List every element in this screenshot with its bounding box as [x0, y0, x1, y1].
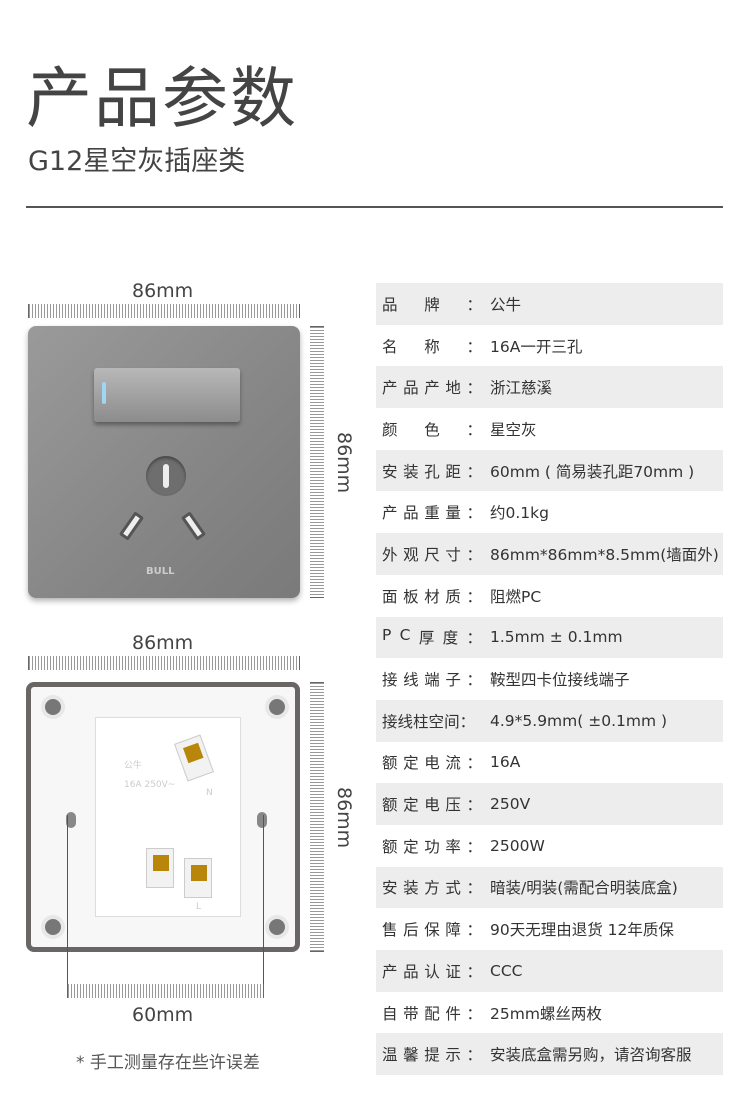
spec-key: 接线柱空间：	[382, 712, 476, 731]
spec-value: 25mm螺丝两枚	[490, 1004, 602, 1023]
spec-key: 外观尺寸：	[382, 545, 482, 564]
spec-table: 品牌： 公牛名称： 16A一开三孔产品产地： 浙江慈溪颜色： 星空灰安装孔距： 60mm …	[376, 283, 723, 1076]
back-height-ruler	[310, 682, 324, 952]
spec-value: 86mm*86mm*8.5mm(墙面外)	[490, 545, 719, 564]
front-width-ruler	[28, 304, 300, 318]
spec-key: 额定功率：	[382, 837, 482, 856]
spec-value: 浙江慈溪	[490, 379, 553, 398]
spec-row: 温馨提示： 安装底盒需另购，请咨询客服	[376, 1033, 723, 1076]
spec-key: 接线端子：	[382, 671, 482, 690]
divider	[26, 206, 723, 208]
spec-row: 颜色： 星空灰	[376, 408, 723, 450]
spec-key: 自带配件：	[382, 1004, 482, 1023]
spec-value: 鞍型四卡位接线端子	[490, 671, 630, 690]
spec-row: 名称： 16A一开三孔	[376, 325, 723, 367]
socket-body: 公牛 16A 250V~ N L	[95, 717, 241, 917]
measurement-note: * 手工测量存在些许误差	[76, 1053, 260, 1073]
spec-value: 暗装/明装(需配合明装底盒)	[490, 879, 678, 898]
spec-value: 4.9*5.9mm( ±0.1mm )	[490, 711, 668, 730]
socket-slot-right	[180, 511, 207, 541]
spec-row: 售后保障： 90天无理由退货 12年质保	[376, 908, 723, 950]
back-height-label: 86mm	[333, 787, 355, 849]
spec-row: 额定电流： 16A	[376, 742, 723, 784]
mount-distance-label: 60mm	[132, 1004, 194, 1026]
spec-value: 2500W	[490, 836, 545, 855]
back-width-label: 86mm	[132, 632, 194, 654]
mount-ruler	[67, 984, 264, 998]
spec-key: 额定电流：	[382, 754, 482, 773]
spec-row: 产品产地： 浙江慈溪	[376, 366, 723, 409]
spec-row: 产品重量： 约0.1kg	[376, 491, 723, 533]
spec-row: 面板材质： 阻燃PC	[376, 575, 723, 617]
spec-row: 安装孔距： 60mm ( 简易装孔距70mm )	[376, 449, 723, 492]
terminal-live	[184, 858, 212, 898]
spec-value: 安装底盒需另购，请咨询客服	[490, 1046, 692, 1065]
leader-line	[263, 815, 264, 997]
spec-value: 16A一开三孔	[490, 337, 583, 356]
spec-value: 1.5mm ± 0.1mm	[490, 628, 623, 647]
spec-key: 售后保障：	[382, 921, 482, 940]
spec-value: 60mm ( 简易装孔距70mm )	[490, 462, 695, 481]
indicator-light	[102, 382, 106, 404]
terminal-ground	[146, 848, 174, 888]
spec-value: 阻燃PC	[490, 587, 542, 606]
spec-row: 额定电压： 250V	[376, 783, 723, 825]
rocker-switch	[94, 368, 240, 422]
spec-key: 面板材质：	[382, 587, 482, 606]
live-mark: L	[196, 902, 202, 912]
spec-value: CCC	[490, 961, 523, 980]
mount-slot	[66, 812, 76, 828]
spec-value: 星空灰	[490, 420, 537, 439]
spec-row: 接线柱空间： 4.9*5.9mm( ±0.1mm )	[376, 699, 723, 742]
front-height-label: 86mm	[333, 432, 355, 494]
spec-row: 品牌： 公牛	[376, 283, 723, 325]
spec-key: 安装孔距：	[382, 462, 482, 481]
spec-key: 名称：	[382, 337, 482, 356]
leader-line	[67, 815, 68, 997]
spec-key: 额定电压：	[382, 796, 482, 815]
mount-slot	[257, 812, 267, 828]
ground-hole	[146, 456, 186, 496]
page-subtitle: G12星空灰插座类	[28, 146, 246, 177]
spec-row: 接线端子： 鞍型四卡位接线端子	[376, 658, 723, 700]
spec-key: 产品重量：	[382, 504, 482, 523]
spec-key: 安装方式：	[382, 879, 482, 898]
page-title: 产品参数	[26, 60, 298, 137]
screw	[45, 699, 61, 715]
brand-logo: BULL	[146, 566, 175, 577]
brand-mark: 公牛	[124, 761, 143, 771]
spec-key: 产品产地：	[382, 379, 482, 398]
spec-row: 自带配件： 25mm螺丝两枚	[376, 992, 723, 1034]
spec-key: 温馨提示：	[382, 1046, 482, 1065]
spec-row: 安装方式： 暗装/明装(需配合明装底盒)	[376, 866, 723, 909]
spec-key: 颜色：	[382, 420, 482, 439]
spec-row: 产品认证： CCC	[376, 950, 723, 992]
screw	[45, 919, 61, 935]
spec-row: 外观尺寸： 86mm*86mm*8.5mm(墙面外)	[376, 533, 723, 575]
spec-key: 品牌：	[382, 295, 482, 314]
spec-value: 250V	[490, 795, 531, 814]
spec-value: 约0.1kg	[490, 504, 549, 523]
socket-slot-left	[118, 511, 145, 541]
spec-key: 产品认证：	[382, 962, 482, 981]
neutral-mark: N	[206, 788, 213, 798]
rating-mark: 16A 250V~	[124, 780, 176, 790]
front-width-label: 86mm	[132, 280, 194, 302]
spec-value: 90天无理由退货 12年质保	[490, 921, 674, 940]
back-width-ruler	[28, 656, 300, 670]
spec-value: 16A	[490, 753, 521, 772]
spec-value: 公牛	[490, 295, 522, 314]
terminal-neutral	[174, 734, 214, 782]
spec-row: 额定功率： 2500W	[376, 825, 723, 867]
front-panel-image: BULL	[28, 326, 300, 598]
back-panel-image: 公牛 16A 250V~ N L	[26, 682, 300, 952]
screw	[269, 699, 285, 715]
screw	[269, 919, 285, 935]
front-height-ruler	[310, 326, 324, 598]
